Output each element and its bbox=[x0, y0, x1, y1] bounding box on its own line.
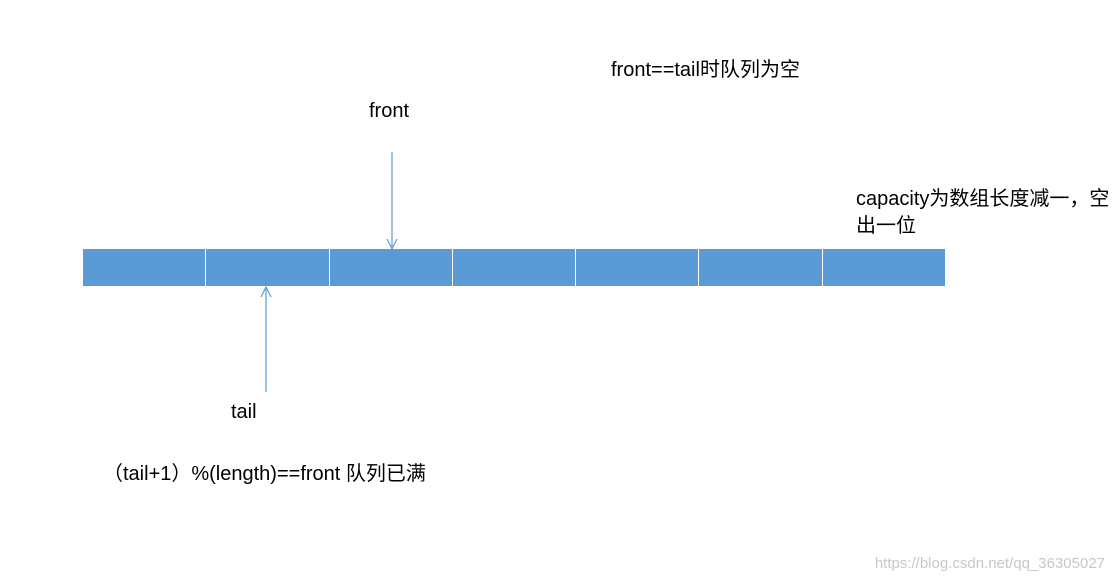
front-pointer-label: front bbox=[369, 100, 410, 122]
capacity-note-label: capacity为数组长度减一，空出一位 bbox=[856, 188, 1110, 237]
array-cell bbox=[205, 249, 329, 286]
front-arrow bbox=[386, 152, 398, 251]
full-condition-label: （tail+1）%(length)==front 队列已满 bbox=[103, 463, 426, 485]
watermark: https://blog.csdn.net/qq_36305027 bbox=[874, 555, 1105, 572]
array-cell bbox=[698, 249, 822, 286]
tail-arrow bbox=[260, 285, 272, 392]
array-cell bbox=[83, 249, 206, 286]
array-cell bbox=[821, 249, 945, 286]
tail-arrow-head bbox=[260, 285, 272, 298]
front-arrow-head bbox=[386, 238, 398, 251]
array-cell bbox=[451, 249, 576, 286]
queue-array bbox=[83, 249, 945, 286]
array-cell bbox=[328, 249, 452, 286]
tail-pointer-label: tail bbox=[231, 401, 257, 423]
empty-condition-label: front==tail时队列为空 bbox=[611, 59, 800, 81]
array-cell bbox=[575, 249, 699, 286]
